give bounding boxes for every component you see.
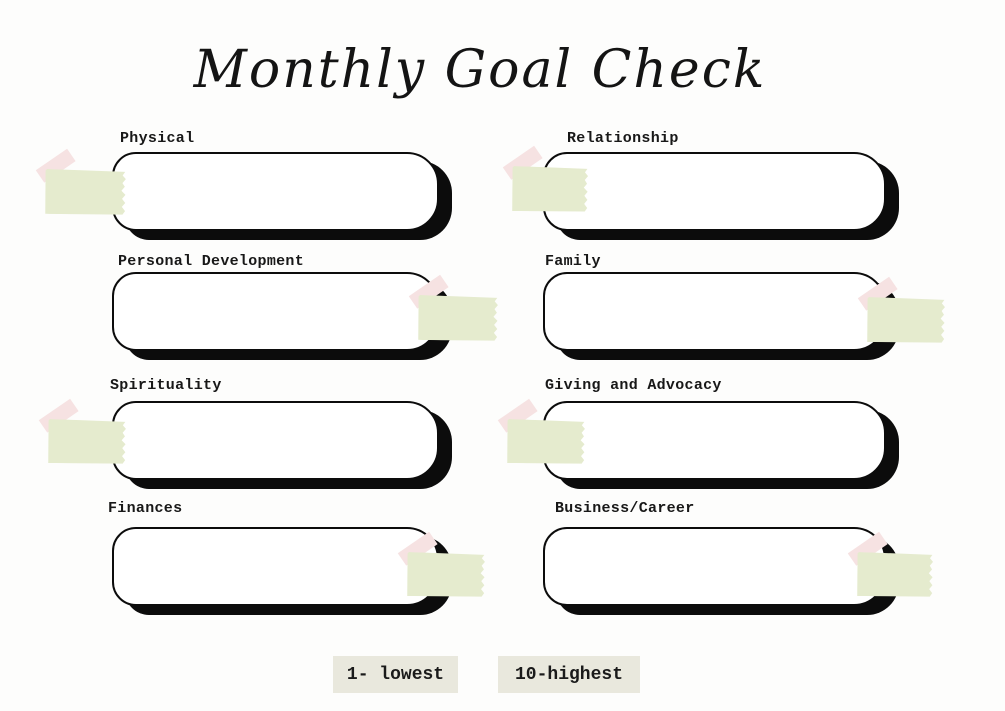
tape-green-strip — [44, 169, 128, 216]
washi-tape — [857, 276, 947, 344]
washi-tape — [408, 274, 500, 342]
section-label: Finances — [108, 500, 183, 517]
section-finances: Finances — [108, 500, 435, 606]
section-business-career: Business/Career — [543, 500, 882, 606]
tape-green-strip — [506, 419, 587, 465]
goal-input-box[interactable] — [543, 272, 886, 351]
section-label: Physical — [120, 130, 195, 147]
goal-input-box[interactable] — [112, 152, 439, 231]
section-family: Family — [543, 253, 882, 351]
legend-highest: 10-highest — [498, 656, 640, 693]
section-label: Business/Career — [555, 500, 695, 517]
section-label: Family — [545, 253, 601, 270]
goal-input-box[interactable] — [543, 152, 886, 231]
page-title: Monthly Goal Check — [193, 40, 767, 100]
section-label: Personal Development — [118, 253, 305, 270]
tape-green-strip — [406, 552, 487, 598]
tape-green-strip — [866, 297, 947, 344]
washi-tape — [847, 531, 935, 598]
section-physical: Physical — [35, 130, 439, 231]
section-personal-development: Personal Development — [112, 253, 435, 351]
goal-input-box[interactable] — [543, 527, 886, 606]
section-label: Spirituality — [110, 377, 222, 394]
section-label: Relationship — [567, 130, 679, 147]
tape-green-strip — [856, 552, 935, 598]
goal-input-box[interactable] — [543, 401, 886, 480]
washi-tape — [497, 398, 587, 465]
tape-green-strip — [417, 295, 500, 342]
tape-green-strip — [47, 419, 128, 465]
section-relationship: Relationship — [502, 130, 886, 231]
washi-tape — [35, 148, 128, 216]
section-spirituality: Spirituality — [38, 377, 439, 480]
washi-tape — [502, 145, 590, 213]
legend-lowest: 1- lowest — [333, 656, 458, 693]
washi-tape — [38, 398, 128, 465]
goal-input-box[interactable] — [112, 527, 439, 606]
washi-tape — [397, 531, 487, 598]
tape-green-strip — [511, 166, 590, 213]
goal-input-box[interactable] — [112, 401, 439, 480]
section-label: Giving and Advocacy — [545, 377, 722, 394]
goal-input-box[interactable] — [112, 272, 439, 351]
section-giving-and-advocacy: Giving and Advocacy — [497, 377, 886, 480]
